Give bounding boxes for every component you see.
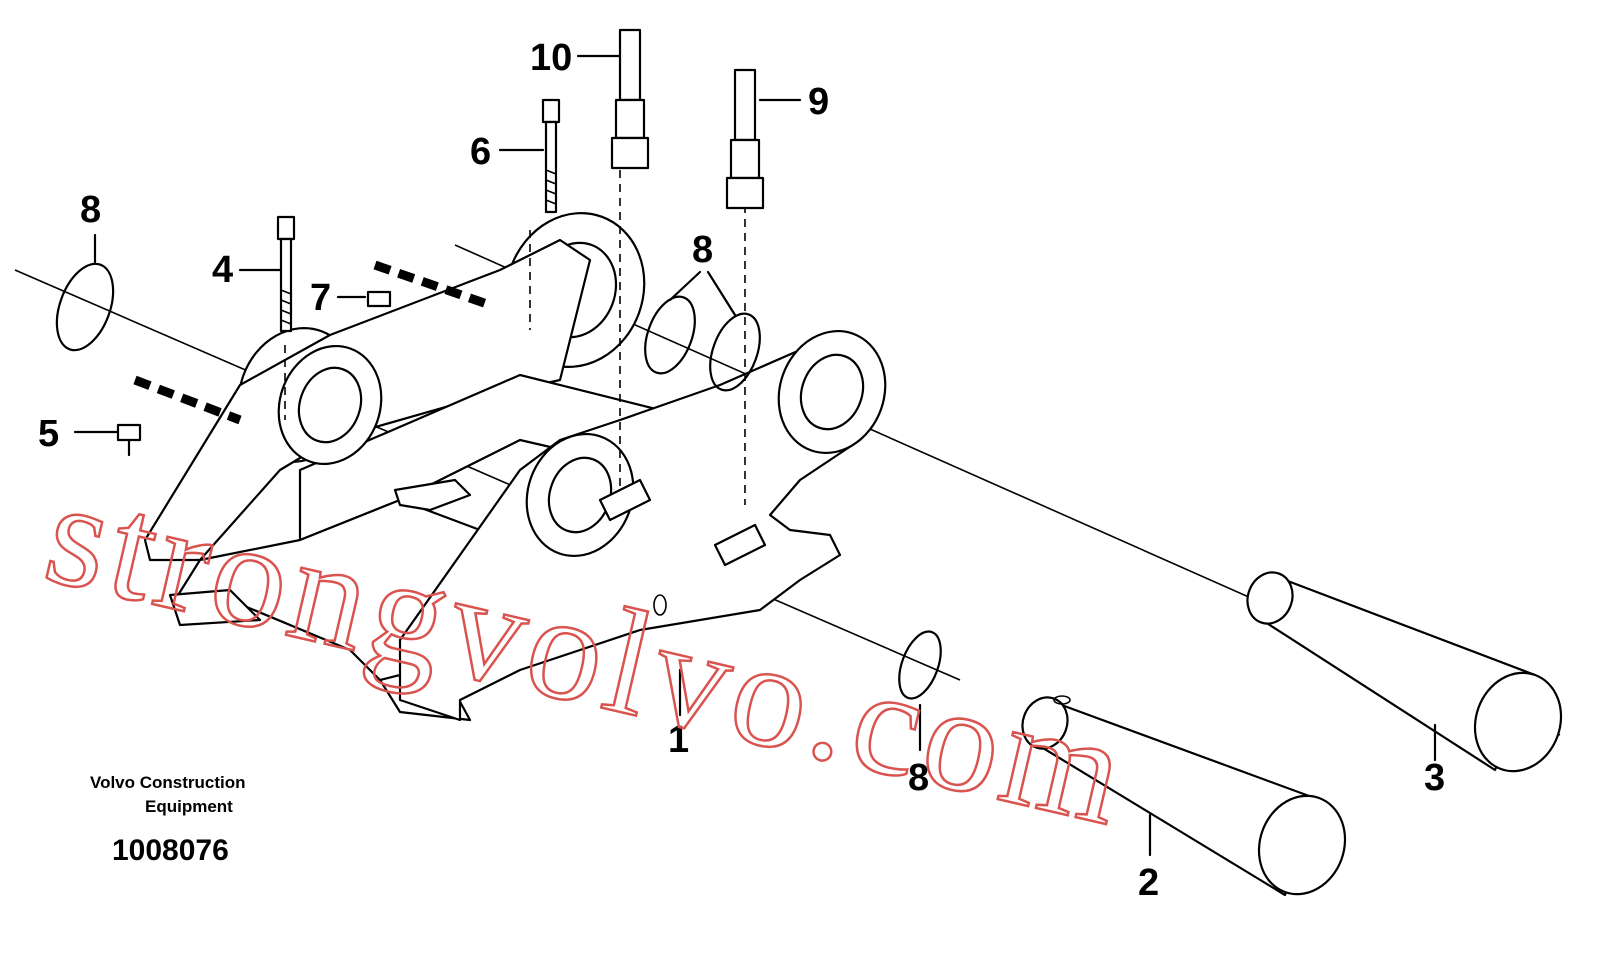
callout-9: 9: [808, 81, 829, 123]
callout-3: 3: [1424, 757, 1445, 799]
callout-8-bottom: 8: [908, 757, 929, 799]
screw-item-6: [541, 98, 561, 214]
caption-line-2: Equipment: [145, 797, 233, 816]
caption-line-1: Volvo Construction: [90, 773, 246, 792]
callout-2: 2: [1138, 862, 1159, 904]
callout-8-mid: 8: [692, 229, 713, 271]
o-rings: [55, 262, 942, 700]
pin-item-3: [1246, 571, 1563, 773]
part-number: 1008076: [112, 834, 229, 867]
callout-5: 5: [38, 413, 59, 455]
grease-nipple-item-5: [116, 423, 142, 457]
callout-6: 6: [470, 131, 491, 173]
coupler-frame: [143, 238, 887, 722]
callout-labels: 10 9 6 8 4 7 8 5 1 8 2 3: [38, 37, 1445, 904]
callout-4: 4: [212, 249, 233, 291]
hose-item-9: [725, 68, 765, 210]
hose-fittings: [598, 478, 767, 567]
callout-1: 1: [668, 719, 689, 761]
callout-8-left: 8: [80, 189, 101, 231]
leader-lines: [73, 54, 1437, 857]
hidden-lines: [133, 170, 746, 520]
screw-item-4: [276, 215, 296, 333]
callout-10: 10: [530, 37, 572, 79]
pin-item-2: [1021, 695, 1347, 897]
grease-nipple-item-7: [366, 290, 392, 308]
hose-item-10: [610, 28, 650, 170]
callout-7: 7: [310, 277, 331, 319]
caption-block: Volvo Construction Equipment 1008076: [90, 773, 246, 867]
